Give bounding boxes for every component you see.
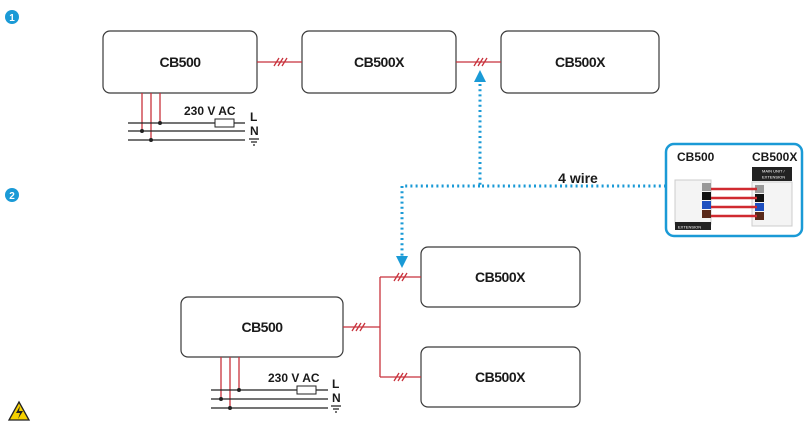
step-1-number: 1 [9,13,15,24]
cb500x-label-1: CB500X [475,269,526,285]
inset-left-tag: EXTENSION [678,225,701,230]
inset-right-tag-2: EXTENSION [762,175,785,180]
diagram-2: CB500 CB500X CB500X 230 V AC L N [180,246,581,413]
line-n-label: N [332,391,341,405]
arrow-up-icon [474,70,486,82]
cb500-label: CB500 [159,54,201,70]
step-2-number: 2 [9,191,15,202]
cb500x-label-1: CB500X [354,54,405,70]
mains-wiring: 230 V AC L N [211,357,341,413]
line-n-label: N [250,124,259,138]
bus-connection [343,272,421,382]
fuse-icon [214,118,235,128]
diagram-1: CB500 CB500X CB500X 230 V AC L N [102,30,660,146]
step-1-badge: 1 [5,10,19,24]
bus-connection [257,57,501,67]
cb500-label: CB500 [241,319,283,335]
inset-left-label: CB500 [677,150,715,164]
supply-label: 230 V AC [268,371,320,385]
terminal-inset: CB500 CB500X EXTENSION MAIN UNIT / EXTEN… [664,142,804,238]
four-wire-label: 4 wire [558,170,598,186]
supply-label: 230 V AC [184,104,236,118]
line-l-label: L [332,377,339,391]
warning-triangle-icon [7,400,31,421]
fuse-icon [296,385,317,395]
cb500x-label-2: CB500X [475,369,526,385]
inset-right-tag-1: MAIN UNIT / [762,169,785,174]
four-wire-link: 4 wire [396,70,665,268]
cb500x-label-2: CB500X [555,54,606,70]
line-l-label: L [250,110,257,124]
ground-icon [249,138,259,146]
arrow-down-icon [396,256,408,268]
mains-wiring: 230 V AC L N [128,93,259,146]
ground-icon [331,405,341,413]
inset-right-label: CB500X [752,150,797,164]
step-2-badge: 2 [5,188,19,202]
